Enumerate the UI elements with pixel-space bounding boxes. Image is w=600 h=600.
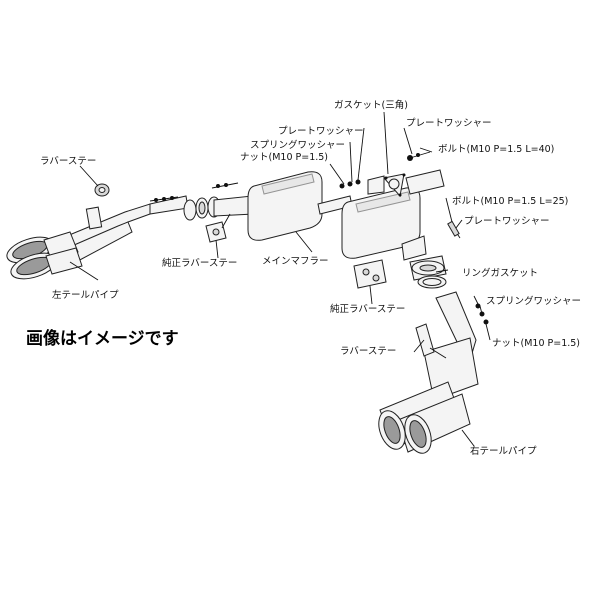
label-bolt-25: ボルト(M10 P=1.5 L=25) [452,196,568,207]
label-spring-washer-2: スプリングワッシャー [486,295,581,307]
illustrative-image-caption: 画像はイメージです [26,329,179,349]
label-bolt-40: ボルト(M10 P=1.5 L=40) [438,144,554,155]
left-bolt-chain [149,182,239,202]
label-left-tail-pipe: 左テールパイプ [52,289,119,301]
main-muffler-part [247,169,445,261]
label-oem-rubber-stay-2: 純正ラバーステー [330,303,405,315]
label-rubber-stay-right: ラバーステー [340,346,396,357]
label-ring-gasket: リングガスケット [462,267,538,279]
right-rubber-stay-part [415,323,447,359]
label-spring-washer-1: スプリングワッシャー [250,139,345,151]
label-plate-washer-2: プレートワッシャー [406,118,492,129]
left-tail-pipe [6,195,189,280]
label-rubber-stay-left: ラバーステー [40,156,96,167]
label-nut-2: ナット(M10 P=1.5) [492,338,580,349]
label-oem-rubber-stay-1: 純正ラバーステー [162,257,237,269]
label-nut-1: ナット(M10 P=1.5) [240,152,328,163]
ring-gasket-part [409,220,461,289]
right-tail-pipe [378,291,479,454]
label-main-muffler: メインマフラー [262,256,329,267]
mid-flange-parts [183,195,255,221]
washer-chain-right [475,303,489,325]
labels: ガスケット(三角) プレートワッシャー プレートワッシャー スプリングワッシャー… [40,99,581,457]
label-right-tail-pipe: 右テールパイプ [470,445,537,457]
washer-chain-upper [339,151,431,189]
triangle-gasket-part [367,173,406,198]
label-gasket-triangle: ガスケット(三角) [334,99,408,111]
left-rubber-stay-part [85,183,110,230]
leader-lines [69,111,491,447]
label-plate-washer-3: プレートワッシャー [464,216,550,227]
oem-rubber-stay-right-part [353,259,387,289]
label-plate-washer-1: プレートワッシャー [278,126,364,137]
oem-rubber-stay-left-part [205,213,231,243]
